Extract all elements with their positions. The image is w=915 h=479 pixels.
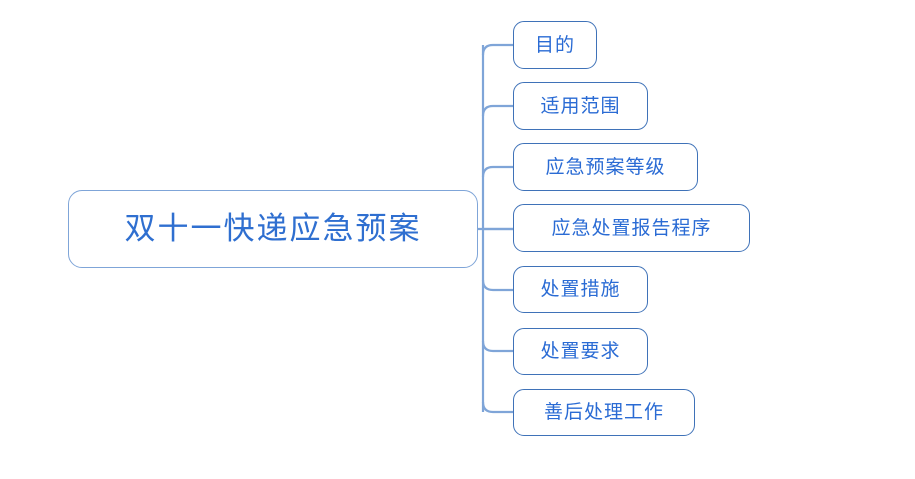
child-node-label: 应急预案等级 bbox=[545, 155, 666, 178]
mind-map-child-node-6[interactable]: 善后处理工作 bbox=[513, 389, 695, 436]
connector-branch-4 bbox=[481, 279, 513, 292]
child-node-label: 处置要求 bbox=[540, 340, 621, 362]
mind-map-child-node-5[interactable]: 处置要求 bbox=[513, 328, 648, 375]
child-node-label: 目的 bbox=[534, 33, 575, 56]
mind-map-child-node-3[interactable]: 应急处置报告程序 bbox=[513, 204, 750, 252]
root-node-label: 双十一快递应急预案 bbox=[124, 210, 422, 247]
child-node-label: 处置措施 bbox=[540, 278, 621, 300]
connector-branch-1 bbox=[481, 104, 513, 117]
connector-branch-5 bbox=[481, 340, 513, 353]
mind-map-child-node-0[interactable]: 目的 bbox=[513, 21, 597, 69]
connector-branch-6 bbox=[481, 401, 513, 414]
child-node-label: 适用范围 bbox=[540, 94, 621, 117]
mind-map-root-node[interactable]: 双十一快递应急预案 bbox=[68, 190, 478, 268]
mind-map-child-node-4[interactable]: 处置措施 bbox=[513, 266, 648, 313]
connector-branch-2 bbox=[481, 165, 513, 178]
child-node-label: 应急处置报告程序 bbox=[551, 216, 712, 239]
connector-branch-0 bbox=[481, 43, 513, 56]
mind-map-child-node-1[interactable]: 适用范围 bbox=[513, 82, 648, 130]
mind-map-child-node-2[interactable]: 应急预案等级 bbox=[513, 143, 698, 191]
child-node-label: 善后处理工作 bbox=[543, 401, 664, 423]
